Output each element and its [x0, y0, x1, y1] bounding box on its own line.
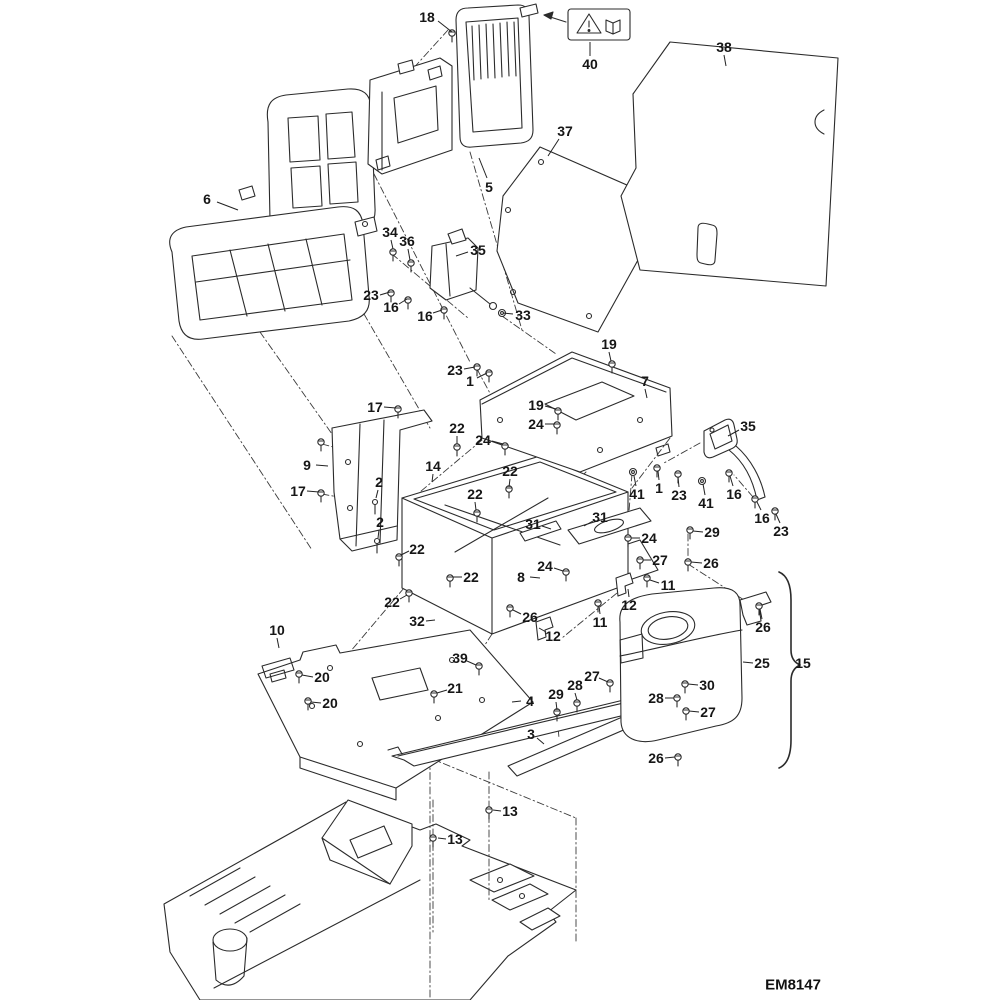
callout-leader-37 [547, 138, 560, 157]
callout-leader-21 [436, 689, 448, 694]
callout-leader-26 [512, 609, 522, 615]
callout-leader-16 [729, 475, 734, 487]
callout-leader-10 [276, 637, 280, 649]
callout-leader-38 [723, 54, 727, 67]
callout-leader-24 [553, 567, 564, 572]
callout-leader-12 [627, 588, 630, 598]
callout-leader-36 [407, 248, 411, 261]
seatbelt-buckle-35 [703, 418, 766, 501]
callout-leader-20 [310, 701, 322, 704]
callout-leader-22 [474, 501, 477, 511]
callout-leader-23 [677, 476, 680, 488]
callout-leader-2 [375, 489, 379, 499]
warning-triangle-icon [576, 13, 602, 34]
callout-leader-18 [437, 20, 453, 33]
callout-leader-27 [598, 677, 609, 683]
floor-plate-10 [257, 629, 534, 801]
callout-leader-11 [649, 579, 660, 584]
callout-leader-23 [463, 366, 476, 370]
group-brace-15 [778, 571, 801, 769]
callout-leader-17 [383, 406, 397, 409]
callout-leader-16 [756, 501, 762, 511]
mount-plate-7 [479, 351, 673, 473]
callout-leader-32 [425, 619, 436, 622]
chassis-frame [163, 799, 577, 1000]
decal-pointer-arrow [543, 11, 567, 23]
seat-assembly-6 [169, 88, 378, 340]
callout-leader-22 [400, 550, 410, 556]
callout-leader-27 [688, 710, 700, 713]
callout-leader-13 [492, 809, 502, 812]
callout-leader-14 [431, 473, 434, 483]
callout-leader-22 [508, 478, 511, 488]
bracket-26 [739, 591, 772, 626]
callout-leader-26 [759, 608, 763, 620]
callout-leader-29 [555, 701, 558, 711]
warning-label-40 [543, 8, 631, 41]
callout-leader-22 [399, 594, 408, 600]
callout-leader-31 [583, 520, 594, 527]
callout-leader-29 [692, 530, 704, 533]
rear-panel-38 [620, 41, 839, 287]
callout-leader-35 [455, 251, 469, 257]
callout-leader-41 [702, 483, 706, 496]
callout-leader-35 [727, 429, 740, 437]
callout-leader-4 [511, 700, 522, 703]
callout-leader-28 [574, 692, 578, 701]
callout-leader-7 [644, 388, 648, 399]
callout-leader-9 [315, 464, 329, 467]
support-bracket-9 [331, 409, 433, 552]
latch-plate-31 [519, 507, 652, 545]
callout-leader-31 [541, 525, 552, 530]
callout-leader-33 [502, 312, 514, 315]
callout-leader-8 [529, 576, 541, 579]
callout-leader-34 [390, 239, 394, 250]
callout-leader-2 [377, 529, 380, 539]
callout-leader-1 [476, 372, 488, 379]
callout-leader-19 [608, 351, 612, 362]
back-panel-5 [455, 3, 539, 148]
callout-leader-6 [216, 201, 239, 211]
bracket-12 [535, 572, 634, 641]
callout-leader-19 [544, 405, 557, 410]
callout-leader-1 [657, 470, 660, 481]
callout-leader-5 [478, 157, 488, 179]
operator-manual-icon [605, 19, 621, 35]
callout-leader-13 [437, 837, 447, 840]
callout-leader-30 [687, 683, 699, 686]
callout-leader-17 [306, 490, 320, 493]
callout-leader-24 [491, 440, 504, 445]
console-cover-25 [619, 587, 743, 743]
callout-leader-16 [432, 309, 443, 314]
callout-leader-12 [538, 627, 547, 633]
retractor-bracket-35 [429, 228, 498, 311]
callout-leader-41 [633, 475, 637, 487]
callout-leader-23 [379, 291, 391, 296]
figure-code: EM8147 [765, 976, 821, 994]
callout-leader-23 [775, 513, 781, 524]
callout-leader-25 [742, 661, 754, 664]
callout-leader-26 [664, 756, 676, 759]
callout-leader-39 [466, 660, 477, 666]
callout-leader-3 [536, 737, 545, 745]
seat-mount-bracket [367, 57, 453, 175]
callout-leader-16 [398, 298, 408, 305]
callout-leader-26 [690, 561, 703, 564]
callout-leader-20 [301, 674, 314, 678]
callout-leader-11 [598, 605, 601, 615]
